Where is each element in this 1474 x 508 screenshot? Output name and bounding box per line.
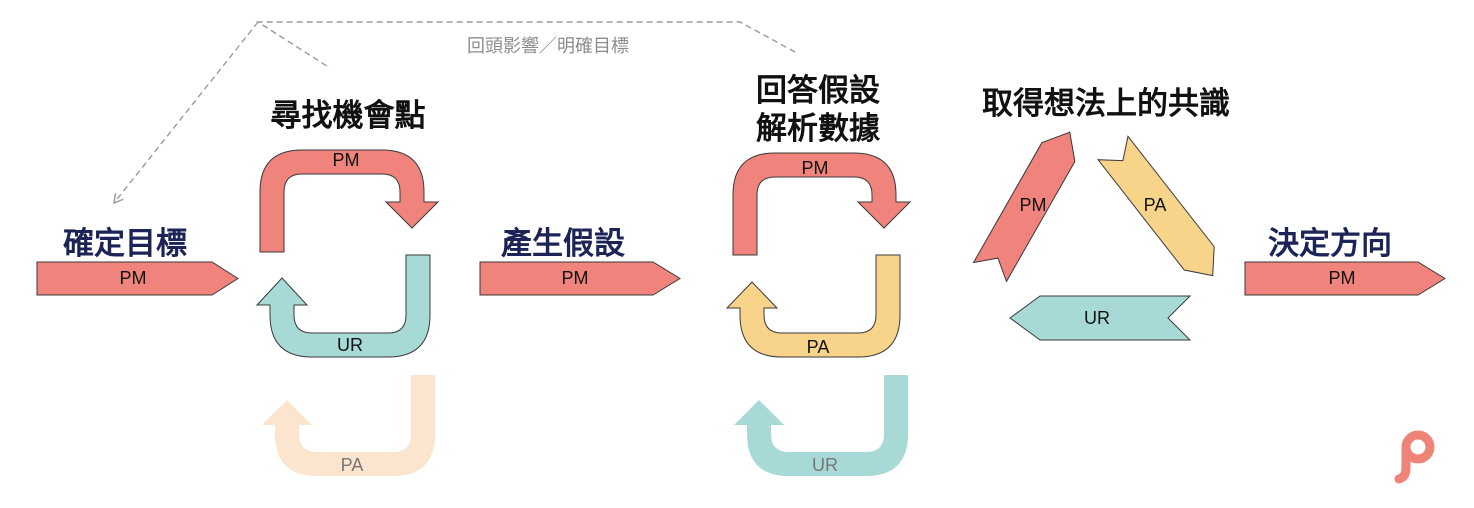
step-4-ur-next-arrow xyxy=(734,375,908,476)
step-5-pm-ribbon-arrow xyxy=(972,131,1076,283)
step-2-heading: 尋找機會點 xyxy=(271,98,426,134)
step-6-heading: 決定方向 xyxy=(1268,226,1392,262)
feedback-arrowhead-icon xyxy=(113,192,124,205)
step-4-heading-line-2: 解析數據 xyxy=(756,111,881,147)
step-5-ur-label: UR xyxy=(1084,308,1110,328)
step-2-ur-cycle-arrow xyxy=(255,254,431,358)
step-answer-hypothesis: 回答假設 解析數據 PM PA UR xyxy=(725,73,912,476)
step-5-pa-label: PA xyxy=(1144,195,1167,215)
step-5-heading: 取得想法上的共識 xyxy=(982,86,1230,122)
step-2-pm-label: PM xyxy=(333,150,360,170)
step-decide-direction: 決定方向 PM xyxy=(1244,226,1446,296)
step-3-pm-arrow xyxy=(479,261,681,296)
step-1-pm-arrow xyxy=(36,261,239,296)
step-5-pm-label: PM xyxy=(1020,195,1047,215)
step-1-arrow-label: PM xyxy=(120,268,147,288)
step-4-ur-faded-label: UR xyxy=(812,455,838,475)
step-2-pa-faded-arrow xyxy=(262,375,435,476)
step-2-pm-cycle-arrow xyxy=(259,149,440,253)
step-generate-hypothesis: 產生假設 PM xyxy=(479,226,681,296)
feedback-dashed-line xyxy=(113,21,796,204)
step-reach-consensus: 取得想法上的共識 PM PA UR xyxy=(972,86,1230,341)
step-3-arrow-label: PM xyxy=(562,268,589,288)
feedback-label: 回頭影響／明確目標 xyxy=(467,36,629,57)
step-6-pm-arrow xyxy=(1244,261,1446,296)
step-2-pa-faded-label: PA xyxy=(341,455,364,475)
step-1-heading: 確定目標 xyxy=(63,226,187,262)
step-3-heading: 產生假設 xyxy=(501,226,625,262)
step-define-goal: 確定目標 PM xyxy=(36,226,239,296)
step-2-ur-label: UR xyxy=(337,335,363,355)
step-4-heading-line-1: 回答假設 xyxy=(756,73,880,109)
step-5-pa-ribbon-arrow xyxy=(1096,135,1215,277)
step-5-ur-ribbon-arrow xyxy=(1009,295,1192,341)
step-find-opportunity: 尋找機會點 PM UR PA xyxy=(255,98,440,476)
step-4-pm-cycle-arrow xyxy=(732,152,912,256)
p-logo-icon xyxy=(1394,430,1435,484)
step-4-pa-label: PA xyxy=(807,337,830,357)
step-4-pa-cycle-arrow xyxy=(725,254,901,358)
feedback-loop: 回頭影響／明確目標 xyxy=(113,21,796,205)
step-4-pm-label: PM xyxy=(802,158,829,178)
step-6-arrow-label: PM xyxy=(1329,268,1356,288)
logo-stem xyxy=(1394,444,1411,484)
